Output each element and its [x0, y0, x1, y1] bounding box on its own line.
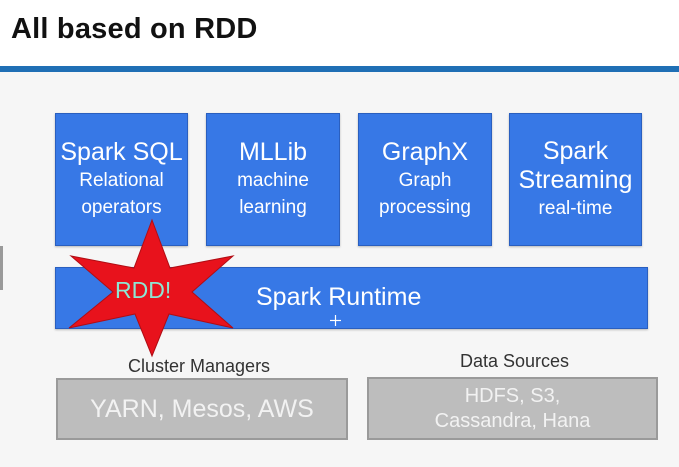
cluster-managers-heading: Cluster Managers	[128, 356, 271, 376]
rdd-badge-label: RDD!	[115, 277, 172, 303]
component-subtitle: machine	[237, 170, 309, 191]
slide-title: All based on RDD	[11, 13, 258, 45]
data-sources-box: HDFS, S3, Cassandra, Hana	[367, 377, 658, 440]
component-title-line2: Streaming	[518, 166, 633, 194]
component-spark-sql: Spark SQL Relational operators	[55, 113, 188, 246]
component-graphx: GraphX Graph processing	[358, 113, 492, 246]
left-edge-marker	[0, 246, 3, 290]
slide-header: All based on RDD	[0, 0, 679, 66]
spark-runtime-label: Spark Runtime	[256, 283, 422, 311]
title-underline	[0, 66, 679, 72]
data-sources-line1: HDFS, S3,	[464, 384, 561, 407]
data-sources-heading: Data Sources	[460, 351, 570, 371]
data-sources-line2: Cassandra, Hana	[434, 409, 591, 432]
cluster-managers-box: YARN, Mesos, AWS	[56, 378, 348, 440]
component-title: Spark SQL	[60, 138, 183, 166]
component-subtitle: processing	[379, 197, 471, 218]
component-title: Spark	[542, 137, 609, 165]
component-mllib: MLLib machine learning	[206, 113, 340, 246]
component-subtitle: learning	[239, 197, 307, 218]
cluster-managers-content: YARN, Mesos, AWS	[90, 394, 314, 423]
crosshair-icon	[330, 315, 341, 326]
component-spark-streaming: Spark Streaming real-time	[509, 113, 642, 246]
component-subtitle: operators	[81, 197, 162, 218]
component-subtitle: real-time	[538, 198, 613, 219]
component-subtitle: Graph	[398, 170, 452, 191]
component-title: MLLib	[238, 138, 308, 166]
component-title: GraphX	[381, 138, 469, 166]
rdd-star-icon	[68, 218, 235, 358]
component-subtitle: Relational	[79, 170, 164, 191]
